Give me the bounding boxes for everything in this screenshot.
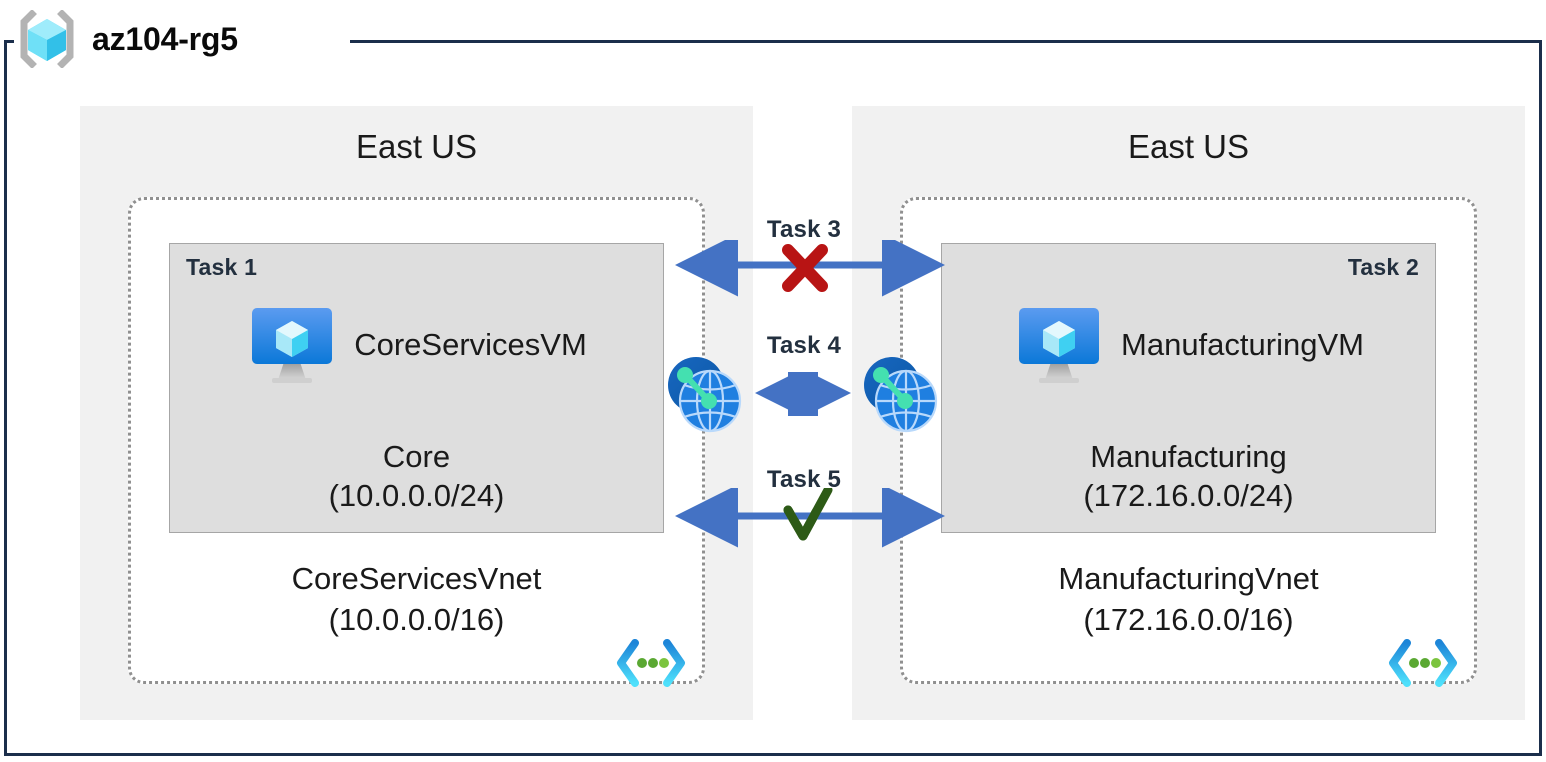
subnet-label-manufacturing: Manufacturing (172.16.0.0/24) — [942, 437, 1435, 516]
subnet-cidr-manufacturing: (172.16.0.0/24) — [1083, 478, 1294, 514]
region-panel-right: East US Task 2 — [852, 106, 1525, 720]
subnet-cidr-core: (10.0.0.0/24) — [328, 478, 505, 514]
vm-row-manufacturing: ManufacturingVM — [942, 304, 1435, 386]
vnet-box-manufacturing[interactable]: Task 2 — [900, 197, 1477, 687]
region-label-right: East US — [1127, 128, 1250, 165]
vm-name-manufacturing: ManufacturingVM — [1121, 327, 1364, 362]
virtual-machine-icon — [246, 304, 338, 386]
resource-group-header-rule — [350, 40, 1540, 43]
resource-group-name: az104-rg5 — [92, 21, 238, 57]
subnet-name-manufacturing: Manufacturing — [1090, 438, 1287, 474]
region-label-left: East US — [355, 128, 478, 165]
subnet-box-manufacturing[interactable]: Task 2 — [941, 243, 1436, 533]
resource-group-cube-icon — [14, 9, 80, 69]
subnet-box-core[interactable]: Task 1 — [169, 243, 664, 533]
region-panel-left: East US Task 1 — [80, 106, 753, 720]
vm-row-core: CoreServicesVM — [170, 304, 663, 386]
vnet-label-core-services: CoreServicesVnet (10.0.0.0/16) — [131, 559, 702, 641]
vnet-name-core-services: CoreServicesVnet — [291, 561, 542, 597]
vnet-box-core-services[interactable]: Task 1 — [128, 197, 705, 687]
task-tag-task-2: Task 2 — [1347, 254, 1419, 280]
vnet-label-manufacturing: ManufacturingVnet (172.16.0.0/16) — [903, 559, 1474, 641]
vm-name-core-services: CoreServicesVM — [354, 327, 587, 362]
virtual-machine-icon — [1013, 304, 1105, 386]
resource-group-header: az104-rg5 — [14, 8, 238, 70]
vnet-icon — [614, 637, 688, 689]
vnet-icon — [1386, 637, 1460, 689]
subnet-name-core: Core — [382, 438, 451, 474]
subnet-label-core: Core (10.0.0.0/24) — [170, 437, 663, 516]
vnet-name-manufacturing: ManufacturingVnet — [1058, 561, 1319, 597]
vnet-cidr-manufacturing: (172.16.0.0/16) — [1083, 602, 1294, 638]
vnet-cidr-core-services: (10.0.0.0/16) — [328, 602, 505, 638]
task-tag-task-1: Task 1 — [186, 254, 258, 280]
